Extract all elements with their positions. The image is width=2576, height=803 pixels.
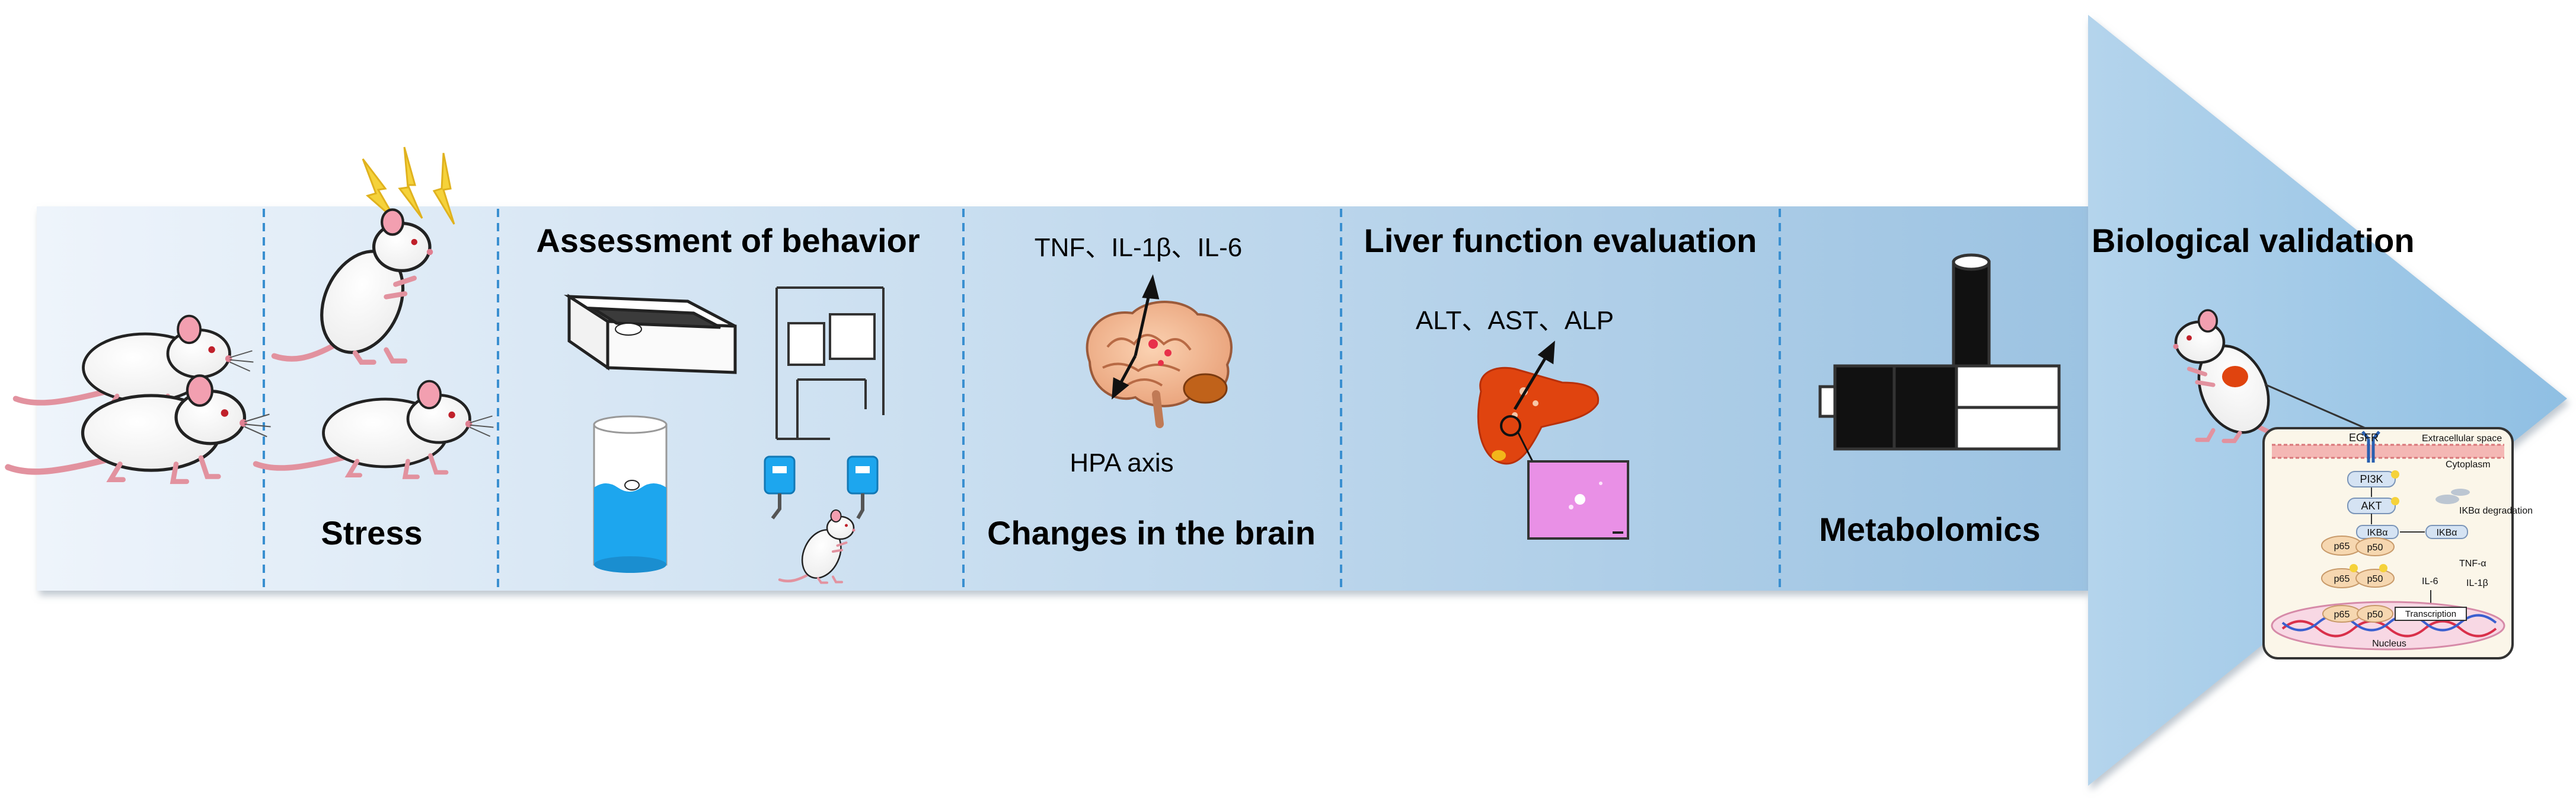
svg-text:IL-6: IL-6 (2422, 576, 2438, 587)
liver-section: Liver function evaluation ALT、AST、ALP (1364, 222, 1757, 540)
svg-text:AKT: AKT (2361, 500, 2382, 512)
svg-text:Extracellular space: Extracellular space (2422, 434, 2502, 444)
mass-spectrometer-icon (1818, 253, 2061, 451)
arrow-head (2088, 15, 2567, 786)
section-title: Stress (321, 514, 422, 552)
pathway-icon: EGFR Extracellular space Cytoplasm PI3K … (2262, 427, 2533, 659)
svg-text:IL-1β: IL-1β (2466, 578, 2488, 588)
svg-text:Transcription: Transcription (2405, 609, 2456, 619)
tail-suspension-icon (764, 455, 879, 584)
arrow-icon (1513, 340, 1555, 410)
svg-text:IKBα degradation: IKBα degradation (2459, 506, 2533, 516)
svg-text:p50: p50 (2367, 574, 2383, 584)
svg-text:p65: p65 (2334, 541, 2350, 552)
svg-text:Cytoplasm: Cytoplasm (2446, 460, 2491, 470)
arrow-icon (1112, 274, 1160, 400)
stress-section: Stress (256, 146, 494, 552)
histology-icon (1527, 460, 1629, 540)
section-dividers (263, 209, 1781, 588)
svg-text:TNF-α: TNF-α (2459, 559, 2486, 569)
svg-text:Nucleus: Nucleus (2372, 639, 2406, 649)
behavior-section: Assessment of behavior (536, 222, 920, 584)
svg-text:PI3K: PI3K (2360, 473, 2383, 485)
cytokine-label: TNF、IL-1β、IL-6 (1035, 233, 1242, 262)
svg-text:EGFR: EGFR (2349, 432, 2379, 444)
maze-icon (775, 286, 885, 440)
liver-markers-label: ALT、AST、ALP (1416, 306, 1614, 335)
svg-text:p50: p50 (2367, 543, 2383, 553)
open-field-icon (563, 294, 737, 374)
metabolomics-section: Metabolomics (1818, 253, 2061, 548)
liver-icon (1477, 367, 1600, 465)
section-title: Liver function evaluation (1364, 222, 1757, 259)
section-title: Metabolomics (1819, 511, 2040, 548)
hpa-label: HPA axis (1070, 448, 1173, 477)
swim-tank-icon (593, 415, 668, 573)
section-title: Biological validation (2092, 222, 2415, 259)
section-title: Assessment of behavior (536, 222, 920, 259)
zoom-circle (1500, 415, 1521, 436)
svg-text:IKBα: IKBα (2436, 528, 2457, 538)
svg-text:p65: p65 (2334, 610, 2350, 620)
svg-text:p50: p50 (2367, 610, 2383, 620)
svg-text:p65: p65 (2334, 574, 2350, 584)
brain-section: TNF、IL-1β、IL-6 HPA axis Changes in the b… (987, 233, 1316, 552)
svg-text:IKBα: IKBα (2367, 528, 2387, 538)
section-title: Changes in the brain (987, 514, 1316, 552)
validation-section: Biological validation EGFR Extracellular… (2092, 222, 2533, 659)
